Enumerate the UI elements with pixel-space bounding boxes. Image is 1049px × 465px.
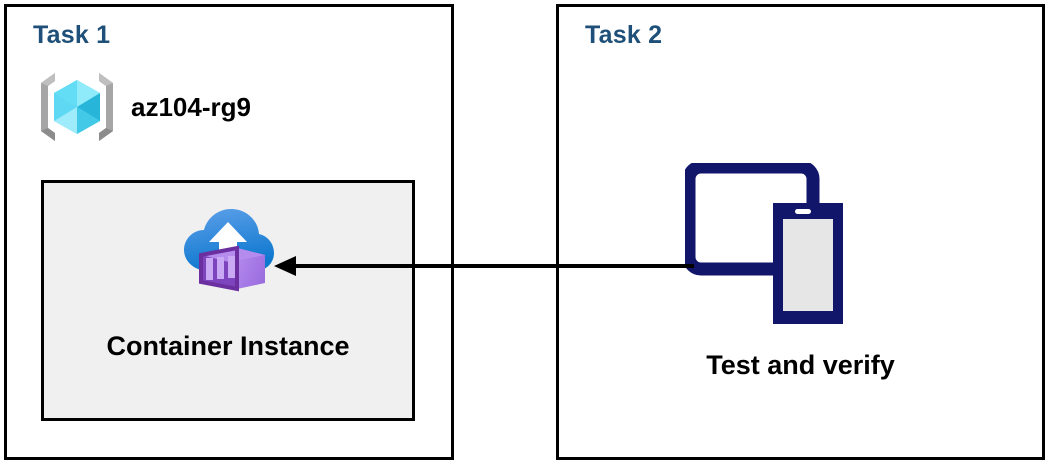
resource-group-icon [41, 73, 113, 141]
container-instance-icon [184, 209, 274, 292]
container-instance-box: Container Instance [41, 180, 415, 421]
panel-task-1: Task 1 az104-rg9 [4, 4, 454, 460]
resource-group-row: az104-rg9 [37, 67, 251, 147]
test-and-verify-label: Test and verify [706, 350, 895, 380]
container-instance-label: Container Instance [106, 331, 350, 361]
resource-group-label: az104-rg9 [131, 91, 251, 122]
panel-task-1-title: Task 1 [33, 21, 111, 49]
devices-tablet-phone-icon [685, 163, 843, 324]
panel-task-2-title: Task 2 [585, 21, 663, 49]
